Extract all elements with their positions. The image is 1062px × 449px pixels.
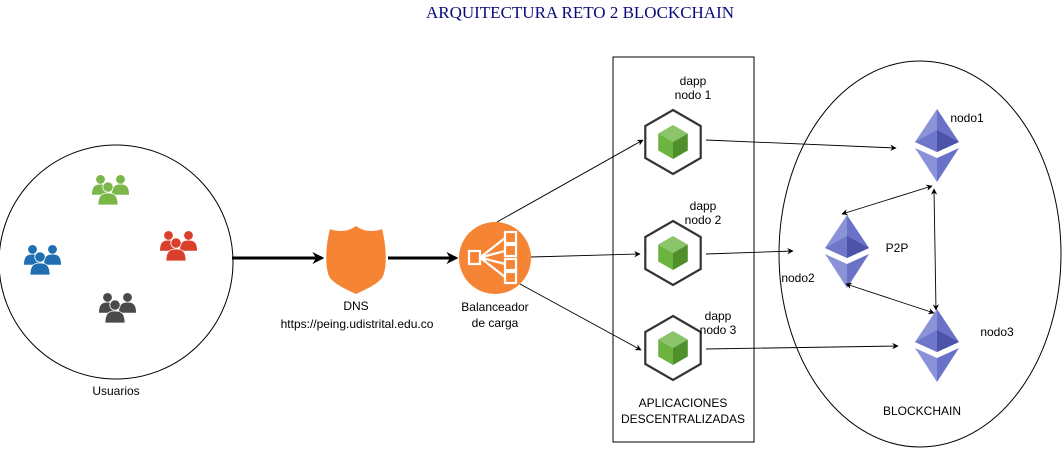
blockchain-node-label: nodo3 bbox=[980, 325, 1014, 339]
dapp2-to-nodo2-arrow bbox=[705, 248, 794, 255]
ethereum-icon bbox=[915, 109, 959, 182]
dns-url: https://peing.udistrital.edu.co bbox=[281, 317, 434, 331]
dapps-label-background bbox=[620, 395, 747, 428]
blockchain-label: BLOCKCHAIN bbox=[883, 404, 961, 418]
ethereum-icon bbox=[825, 215, 869, 288]
dapp-label-line1: dapp bbox=[705, 309, 732, 323]
ethereum-nodes: nodo1 nodo2 nodo3 bbox=[781, 109, 1014, 382]
ethereum-icon bbox=[915, 309, 959, 382]
lb-to-dapp3-arrow bbox=[519, 283, 642, 351]
dapp-label-line2: nodo 1 bbox=[675, 88, 712, 102]
users-label: Usuarios bbox=[92, 384, 139, 398]
load-balancer-icon bbox=[459, 222, 531, 294]
dns-label: DNS bbox=[343, 299, 368, 313]
p2p-nodo1-nodo3-arrow bbox=[930, 188, 940, 311]
dns-shield-icon bbox=[326, 226, 386, 294]
lb-to-dapp1-arrow bbox=[496, 139, 644, 223]
dapps-group-label-line2: DESCENTRALIZADAS bbox=[621, 412, 745, 426]
node-cube-icon bbox=[644, 219, 702, 287]
dapp-label-line1: dapp bbox=[690, 199, 717, 213]
users-group-icon bbox=[160, 230, 197, 261]
dapp-label-line2: nodo 3 bbox=[700, 323, 737, 337]
p2p-label: P2P bbox=[886, 241, 909, 255]
blockchain-node-1: nodo1 bbox=[915, 109, 984, 182]
title-background bbox=[400, 3, 760, 23]
p2p-nodo2-nodo1-arrow bbox=[841, 184, 933, 216]
diagram-title: ARQUITECTURA RETO 2 BLOCKCHAIN bbox=[426, 3, 734, 22]
node-cube-icon bbox=[644, 314, 702, 382]
load-balancer-label-line1: Balanceador bbox=[461, 300, 528, 314]
blockchain-node-2: nodo2 bbox=[781, 215, 869, 288]
users-group-icon bbox=[24, 244, 61, 275]
dapp-label-line1: dapp bbox=[680, 74, 707, 88]
blockchain-node-label: nodo1 bbox=[950, 111, 984, 125]
dapp1-to-nodo1-arrow bbox=[705, 139, 897, 151]
p2p-nodo2-nodo3-arrow bbox=[845, 282, 935, 315]
dapp3-to-nodo3-arrow bbox=[705, 342, 899, 350]
blockchain-node-label: nodo2 bbox=[781, 271, 815, 285]
lb-to-dapp2-arrow bbox=[530, 251, 641, 258]
blockchain-node-3: nodo3 bbox=[915, 309, 1014, 382]
dapps-container bbox=[612, 56, 755, 443]
users-group-icon bbox=[99, 292, 136, 323]
users-group-icon bbox=[92, 174, 129, 205]
users-circle bbox=[0, 144, 234, 380]
users-groups bbox=[24, 174, 197, 323]
dapp-label-line2: nodo 2 bbox=[685, 213, 722, 227]
dapps-group-label-line1: APLICACIONES bbox=[639, 396, 728, 410]
blockchain-ellipse bbox=[778, 60, 1062, 448]
node-cube-icon bbox=[644, 108, 702, 176]
load-balancer-label-line2: de carga bbox=[472, 316, 519, 330]
